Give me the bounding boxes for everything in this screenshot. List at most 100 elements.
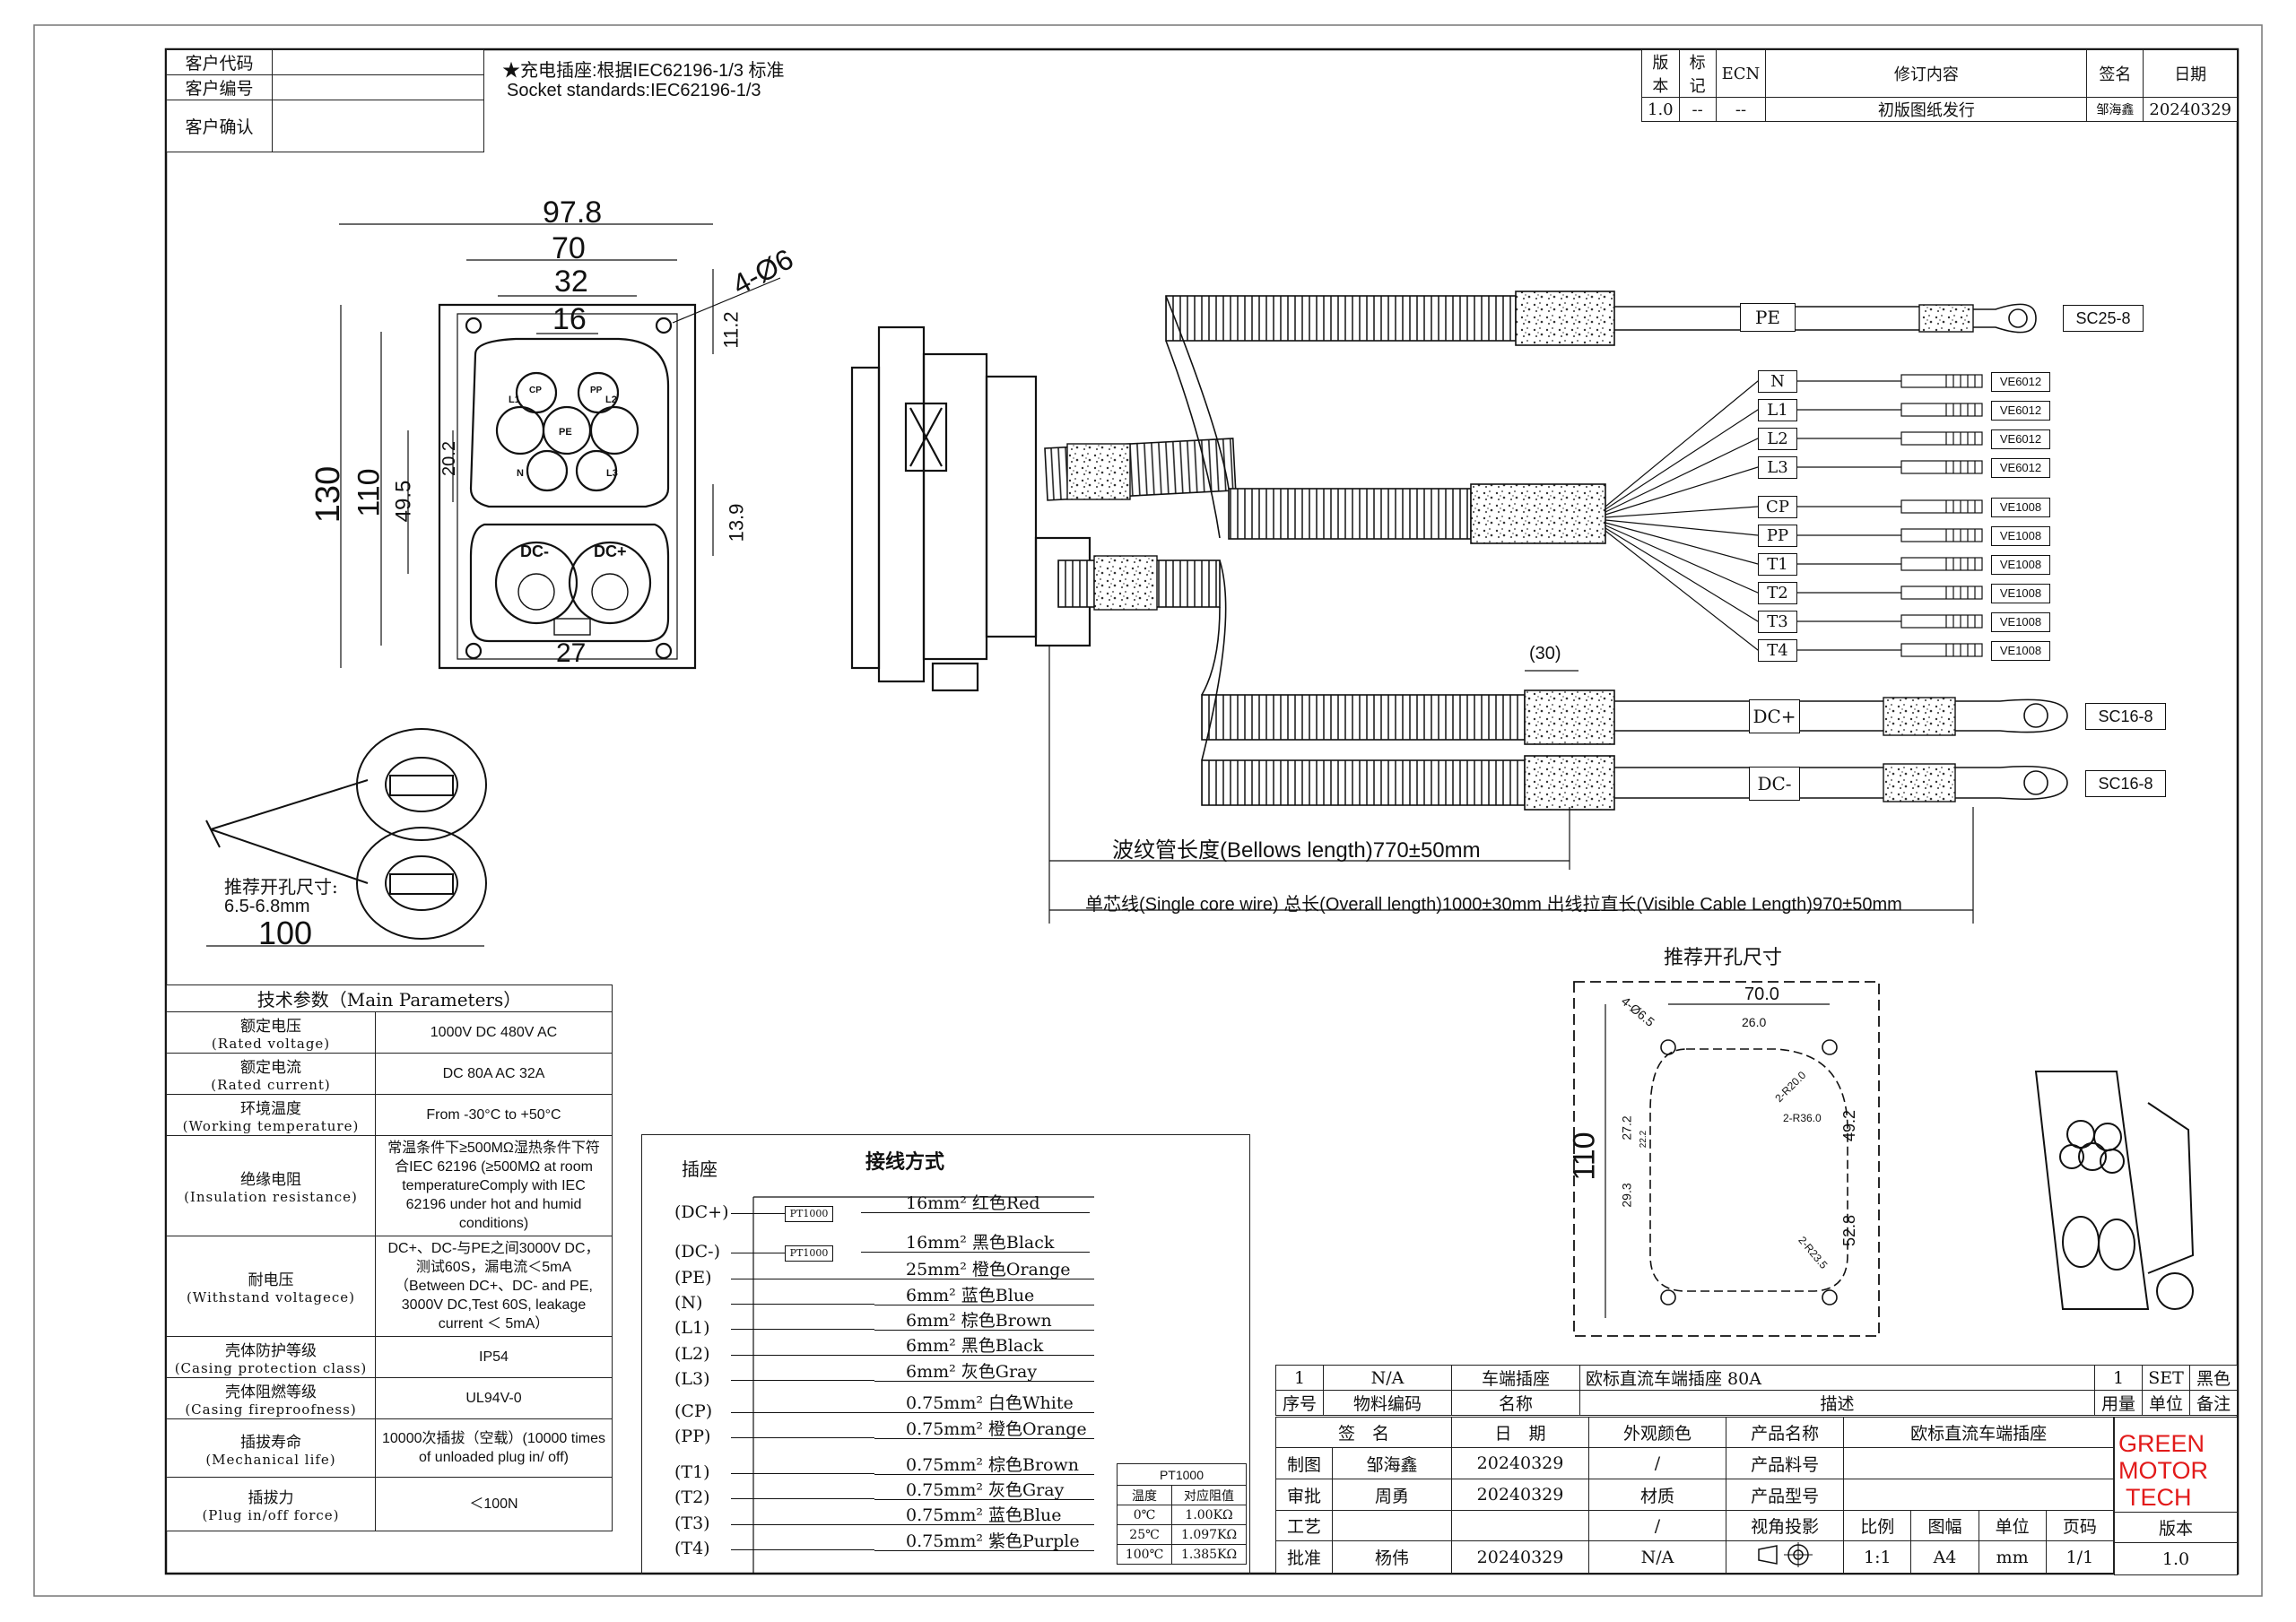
signal-terminals bbox=[1900, 374, 1983, 657]
pt-row-value: 1.097KΩ bbox=[1171, 1524, 1247, 1545]
wiring-pin-lead bbox=[731, 1213, 785, 1214]
tb-h-unit: 单位 bbox=[2142, 1390, 2190, 1416]
param-name-cn: 插拔力 bbox=[248, 1489, 294, 1507]
wiring-wire-spec: 6mm² 蓝色Blue bbox=[906, 1286, 1035, 1305]
param-name-en: (Rated voltage) bbox=[211, 1036, 331, 1052]
pin-l1: L1 bbox=[509, 395, 520, 405]
pt-row: 100℃ bbox=[1116, 1544, 1173, 1565]
wiring-pin-pp: (PP) bbox=[674, 1427, 711, 1446]
wire-label-t3: T3 bbox=[1758, 611, 1797, 633]
tb-h-code: 物料编码 bbox=[1323, 1390, 1452, 1416]
cutout-dim-49-2: 49.2 bbox=[1840, 1109, 1859, 1142]
customer-box: 客户代码 客户编号 客户确认 bbox=[166, 49, 484, 152]
wiring-wire-line bbox=[874, 1355, 1094, 1356]
standard-note-cn: ★充电插座:根据IEC62196-1/3 标准 bbox=[502, 61, 785, 81]
version-block: 版本 1.0 bbox=[2114, 1417, 2238, 1575]
dim-130: 130 bbox=[309, 465, 348, 524]
dim-11-2: 11.2 bbox=[719, 311, 743, 349]
wiring-wire-spec: 16mm² 黑色Black bbox=[906, 1233, 1055, 1253]
rev-mark: -- bbox=[1678, 97, 1717, 122]
parameters-title: 技术参数（Main Parameters） bbox=[166, 984, 613, 1012]
customer-number-label: 客户编号 bbox=[166, 74, 273, 100]
wiring-pin-t3: (T3) bbox=[674, 1514, 710, 1533]
cutout-dim-29-3: 29.3 bbox=[1619, 1183, 1634, 1208]
parameters-table: 技术参数（Main Parameters） 额定电压(Rated voltage… bbox=[166, 984, 613, 1531]
wiring-title: 接线方式 bbox=[865, 1150, 945, 1174]
rev-version: 1.0 bbox=[1641, 97, 1680, 122]
pin-pp: PP bbox=[590, 386, 603, 395]
dim-20-2: 20.2 bbox=[439, 441, 459, 476]
dim-27: 27 bbox=[556, 638, 587, 668]
param-value: ＜100N bbox=[375, 1477, 613, 1531]
dim-32: 32 bbox=[554, 265, 588, 299]
wiring-wire-line bbox=[874, 1330, 1094, 1331]
parameter-row: 壳体防护等级(Casing protection class)IP54 bbox=[166, 1336, 613, 1378]
cutout-dim-26: 26.0 bbox=[1742, 1015, 1767, 1029]
param-value: 常温条件下≥500MΩ湿热条件下符合IEC 62196 (≥500MΩ at r… bbox=[375, 1135, 613, 1236]
param-name-en: (Withstand voltagece) bbox=[186, 1289, 356, 1305]
rev-header-content: 修订内容 bbox=[1765, 49, 2088, 98]
terminal-t3: VE1008 bbox=[1991, 612, 2050, 632]
wire-label-n: N bbox=[1758, 370, 1797, 393]
pin-n: N bbox=[517, 468, 524, 479]
customer-code-label: 客户代码 bbox=[166, 49, 273, 75]
terminal-dc-plus: SC16-8 bbox=[2085, 703, 2166, 730]
wiring-wire-line bbox=[874, 1550, 1094, 1551]
cutout-dim-r36: 2-R36.0 bbox=[1783, 1112, 1822, 1124]
signal-terminal-crimp bbox=[1900, 374, 1983, 388]
cap-note-line2: 6.5-6.8mm bbox=[224, 897, 310, 916]
wire-label-dc-minus: DC- bbox=[1749, 767, 1800, 801]
sb-process-material: / bbox=[1588, 1510, 1726, 1541]
signal-wires bbox=[1605, 380, 1901, 651]
sb-page-label: 页码 bbox=[2045, 1510, 2115, 1541]
dim-97-8: 97.8 bbox=[543, 195, 603, 230]
bellows-length: 波纹管长度(Bellows length)770±50mm bbox=[1112, 838, 1481, 863]
wire-label-t4: T4 bbox=[1758, 639, 1797, 662]
rev-header-date: 日期 bbox=[2143, 49, 2238, 98]
sb-h-color: 外观颜色 bbox=[1588, 1417, 1726, 1448]
sb-scale-value: 1:1 bbox=[1843, 1540, 1912, 1574]
pt-row: 0℃ bbox=[1116, 1505, 1173, 1525]
rev-date: 20240329 bbox=[2143, 97, 2238, 122]
param-value: DC 80A AC 32A bbox=[375, 1053, 613, 1095]
wiring-pin-lead bbox=[731, 1355, 874, 1356]
signal-terminal-crimp bbox=[1900, 431, 1983, 446]
sb-version-label: 版本 bbox=[2114, 1512, 2238, 1543]
sb-approve-name: 杨伟 bbox=[1332, 1540, 1452, 1574]
terminal-t1: VE1008 bbox=[1991, 555, 2050, 575]
cutout-title: 推荐开孔尺寸 bbox=[1664, 947, 1783, 969]
pin-l2: L2 bbox=[605, 395, 617, 405]
wiring-pin-n: (N) bbox=[674, 1293, 703, 1313]
signal-terminal-crimp bbox=[1900, 528, 1983, 542]
wiring-pin-lead bbox=[731, 1437, 874, 1438]
wiring-wire-spec: 0.75mm² 白色White bbox=[906, 1393, 1074, 1413]
sb-unit-value: mm bbox=[1978, 1540, 2047, 1574]
wire-label-cp: CP bbox=[1758, 496, 1797, 518]
wiring-pin-t2: (T2) bbox=[674, 1488, 710, 1507]
sb-size-value: A4 bbox=[1910, 1540, 1979, 1574]
side-view bbox=[850, 325, 1091, 692]
signal-terminal-crimp bbox=[1900, 499, 1983, 514]
customer-number-value[interactable] bbox=[272, 74, 484, 100]
wiring-wire-line bbox=[874, 1499, 1094, 1500]
customer-confirm-value[interactable] bbox=[272, 100, 484, 152]
wiring-pin-lead bbox=[731, 1412, 874, 1413]
brand-logo: GREEN MOTOR TECH bbox=[2118, 1430, 2208, 1511]
rev-content: 初版图纸发行 bbox=[1765, 97, 2088, 122]
customer-code-value[interactable] bbox=[272, 49, 484, 75]
sb-part-no-label: 产品料号 bbox=[1725, 1447, 1845, 1479]
wiring-pin-t4: (T4) bbox=[674, 1539, 710, 1558]
pin-l3: L3 bbox=[606, 468, 618, 479]
sb-size-label: 图幅 bbox=[1910, 1510, 1979, 1541]
sb-version-value: 1.0 bbox=[2114, 1542, 2238, 1575]
pin-dc-plus: DC+ bbox=[594, 542, 627, 560]
terminal-cp: VE1008 bbox=[1991, 498, 2050, 517]
tb-unit: SET bbox=[2142, 1365, 2190, 1391]
terminal-l2: VE6012 bbox=[1991, 429, 2050, 449]
cap-dim-100: 100 bbox=[258, 915, 313, 951]
wiring-wire-line bbox=[861, 1212, 1090, 1213]
wiring-wire-spec: 6mm² 灰色Gray bbox=[906, 1362, 1038, 1382]
wiring-lines bbox=[752, 1196, 1094, 1574]
param-name-cn: 插拔寿命 bbox=[240, 1433, 301, 1452]
